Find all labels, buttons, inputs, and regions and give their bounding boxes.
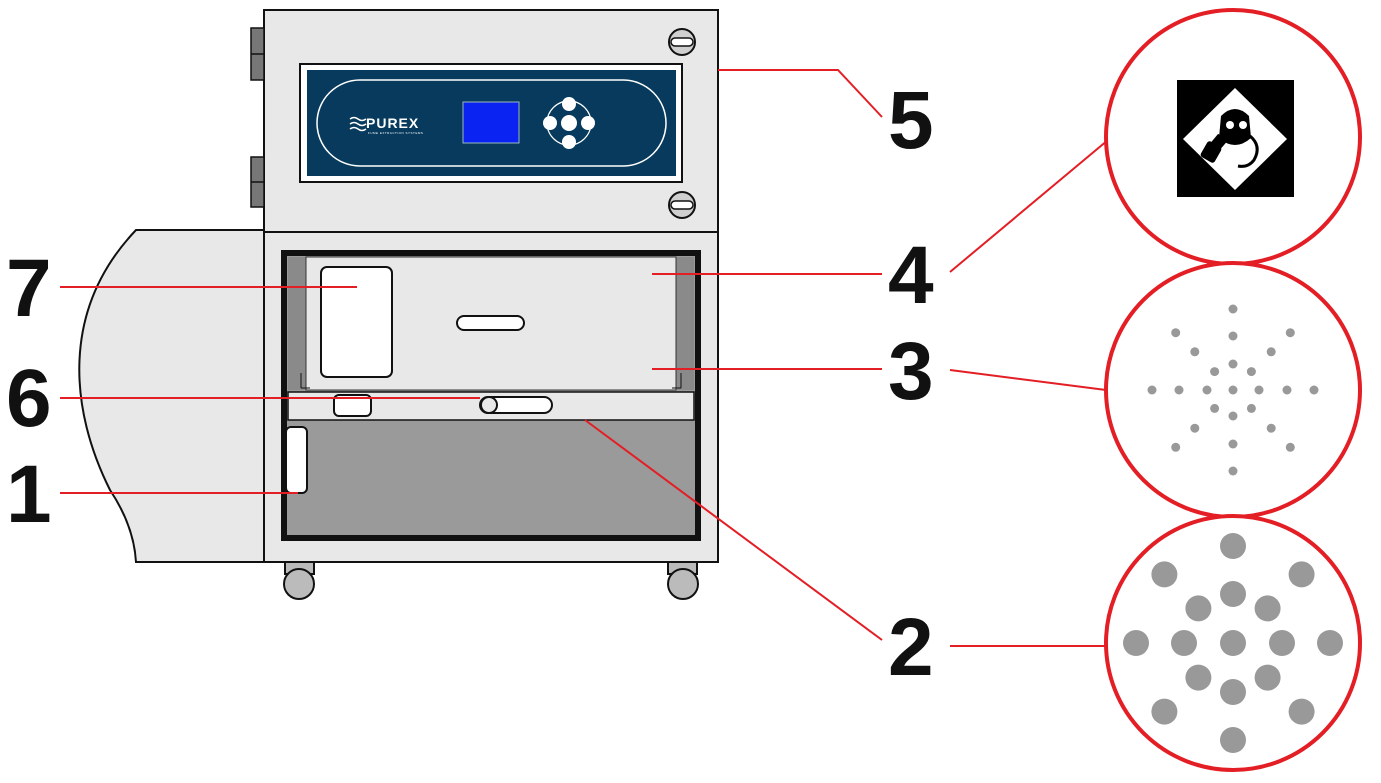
fine-particle — [1190, 423, 1200, 433]
callout-2: 2 — [888, 602, 934, 693]
fine-particle — [1254, 385, 1264, 395]
coarse-particle — [1269, 630, 1295, 656]
brand-tagline: FUME EXTRACTION SYSTEMS — [368, 131, 423, 135]
fine-particle — [1228, 411, 1238, 421]
fine-particle — [1285, 328, 1295, 338]
lcd-display — [462, 101, 520, 144]
callout-5: 5 — [888, 75, 934, 166]
tray-latch — [333, 394, 372, 417]
fine-particle — [1190, 347, 1200, 357]
gas-mask-hazard-icon — [1104, 8, 1362, 266]
coarse-particle — [1317, 630, 1343, 656]
caster-right — [667, 561, 699, 600]
fine-particle — [1174, 385, 1184, 395]
filter-label-window — [320, 266, 393, 378]
coarse-particles-icon — [1104, 514, 1362, 772]
coarse-particle — [1151, 561, 1178, 588]
callout-1: 1 — [6, 449, 52, 540]
key-center — [561, 115, 577, 131]
coarse-particle — [1171, 630, 1197, 656]
side-duct — [78, 229, 265, 563]
fine-particle — [1171, 442, 1181, 452]
fine-particle — [1210, 403, 1220, 413]
fine-particle — [1246, 403, 1256, 413]
callout-4: 4 — [888, 230, 934, 321]
coarse-particle — [1220, 581, 1246, 607]
fine-particle — [1147, 385, 1157, 395]
filter-handle — [456, 315, 525, 331]
brand-name: PUREX — [366, 115, 419, 131]
coarse-particle — [1220, 630, 1246, 656]
screw-bottom — [668, 191, 696, 219]
coarse-particle — [1220, 533, 1246, 559]
key-down — [562, 135, 576, 149]
leader-lines — [60, 69, 1109, 647]
fine-particle — [1282, 385, 1292, 395]
fine-particle — [1228, 385, 1238, 395]
fine-particle — [1266, 347, 1276, 357]
fine-particle — [1202, 385, 1212, 395]
key-up — [562, 97, 576, 111]
callout-6: 6 — [6, 353, 52, 444]
leader-3-icon — [949, 369, 1107, 391]
coarse-particle — [1220, 679, 1246, 705]
fine-particle — [1228, 331, 1238, 341]
coarse-particle — [1254, 664, 1281, 691]
inlet-slot — [285, 426, 308, 494]
fine-particles-icon — [1104, 261, 1362, 519]
leader-4-icon — [949, 139, 1109, 273]
coarse-particle — [1254, 595, 1281, 622]
coarse-particle — [1123, 630, 1149, 656]
coarse-particle — [1185, 664, 1212, 691]
coarse-particle — [1185, 595, 1212, 622]
callout-7: 7 — [6, 243, 52, 334]
coarse-particle — [1288, 561, 1315, 588]
upper-cabinet: PUREX FUME EXTRACTION SYSTEMS — [250, 9, 719, 233]
leader-2 — [584, 419, 883, 641]
coarse-particle — [1151, 698, 1178, 725]
fine-particle — [1228, 466, 1238, 476]
fine-particle — [1309, 385, 1319, 395]
coarse-particle — [1220, 727, 1246, 753]
fine-particle — [1246, 367, 1256, 377]
keypad-icon — [543, 97, 595, 149]
fine-particle — [1171, 328, 1181, 338]
key-left — [543, 116, 557, 130]
fine-particle — [1266, 423, 1276, 433]
screw-top — [668, 28, 696, 56]
fine-particle — [1285, 442, 1295, 452]
leader-5 — [718, 69, 883, 118]
coarse-particle — [1288, 698, 1315, 725]
purex-logo: PUREX FUME EXTRACTION SYSTEMS — [349, 115, 423, 135]
key-right — [581, 116, 595, 130]
fine-particle — [1210, 367, 1220, 377]
fine-particle — [1228, 359, 1238, 369]
fine-particle — [1228, 439, 1238, 449]
caster-left — [283, 561, 315, 600]
callout-3: 3 — [888, 326, 934, 417]
fine-particle — [1228, 304, 1238, 314]
